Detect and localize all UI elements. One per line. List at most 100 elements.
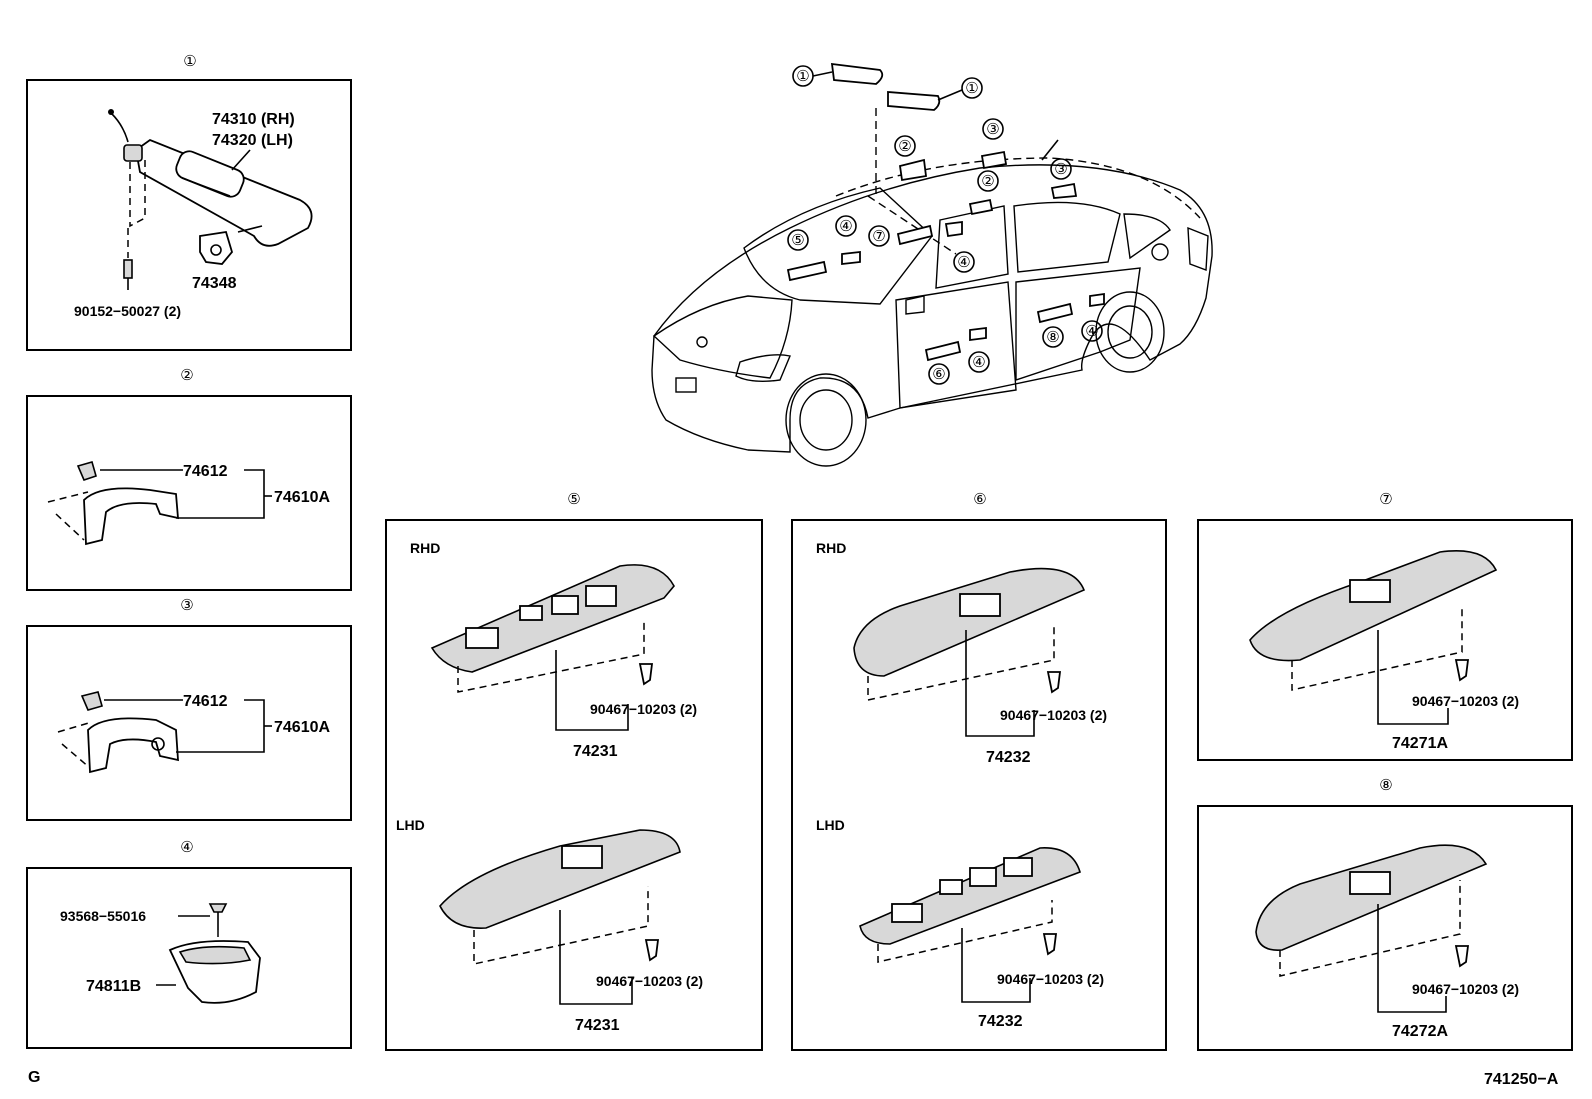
label-74231-bottom: 74231: [575, 1017, 620, 1034]
section-2-frame: [26, 395, 352, 591]
clip-icon-7: [1454, 659, 1470, 682]
clip-icon-6a: [1046, 671, 1062, 694]
label-clip-8: 90467−10203 (2): [1412, 981, 1519, 997]
label-93568-55016: 93568−55016: [60, 908, 146, 924]
callout-switch-6: ⑥: [932, 366, 945, 383]
headlight: [735, 354, 791, 383]
visor-holder-shape: [199, 230, 234, 265]
label-74811b: 74811B: [86, 978, 141, 995]
car-callouts: ① ① ② ③ ② ③ ④ ⑤ ⑦ ④ ④ ⑥ ④: [787, 65, 1103, 385]
callout-switch-8: ⑧: [1046, 329, 1059, 346]
label-clip-5-bottom: 90467−10203 (2): [596, 973, 703, 989]
label-74610a-b: 74610A: [274, 719, 330, 736]
clip-icon-6b: [1042, 933, 1058, 956]
side-mirror: [905, 295, 925, 315]
section-3-frame: [26, 625, 352, 821]
label-74610a-a: 74610A: [274, 489, 330, 506]
section-2-marker: ②: [180, 367, 193, 384]
section-8-frame: [1197, 805, 1573, 1051]
car-body: [651, 164, 1213, 453]
label-74348: 74348: [192, 275, 237, 292]
section-5-switch-base: ⑤ RHD LHD 90467−10203 (2) 74231 90467−10…: [385, 491, 763, 1051]
assist-grip-shape-2: [87, 717, 179, 774]
footer-figure-number: 741250−A: [1484, 1071, 1559, 1088]
section-8-marker: ⑧: [1379, 777, 1392, 794]
label-74272a: 74272A: [1392, 1023, 1448, 1040]
footer-left-code: G: [28, 1069, 40, 1086]
car-visor-2: [887, 91, 941, 111]
visor-pivot: [123, 144, 143, 162]
callout-pocket-pillar: ④: [957, 254, 970, 271]
screw-icon-2: [208, 903, 228, 913]
callout-switch-5: ⑤: [791, 232, 804, 249]
switch-panel-rhd-6: [853, 567, 1086, 677]
label-74232-top: 74232: [986, 749, 1031, 766]
section-8-switch-base: ⑧ 90467−10203 (2) 74272A: [1197, 777, 1573, 1051]
callout-pocket-door: ④: [972, 354, 985, 371]
rear-wheel: [1095, 291, 1165, 373]
section-3-marker: ③: [180, 597, 193, 614]
label-clip-7: 90467−10203 (2): [1412, 693, 1519, 709]
section-1-marker: ①: [183, 53, 196, 70]
section-1-sun-visor: ① 74310 (RH) 74320 (LH) 74348 90152−5002…: [26, 53, 352, 351]
plate: [675, 377, 697, 393]
section-5-marker: ⑤: [567, 491, 580, 508]
label-74612-b: 74612: [183, 693, 228, 710]
front-door-window: [935, 205, 1009, 289]
callout-grip-front: ②: [898, 138, 911, 155]
clip-icon-5b: [644, 939, 660, 962]
label-74612-a: 74612: [183, 463, 228, 480]
grip-cover-shape-2: [80, 691, 103, 711]
grip-cover-shape: [76, 461, 97, 481]
section-4-frame: [26, 867, 352, 1049]
callout-grip-roof: ③: [986, 121, 999, 138]
section-1-frame: [26, 79, 352, 351]
visor-wire: [111, 113, 129, 143]
clip-icon-5a: [638, 663, 654, 686]
label-clip-6-bottom: 90467−10203 (2): [997, 971, 1104, 987]
switch-panel-lhd-5: [439, 829, 681, 929]
windshield: [743, 187, 933, 305]
label-74232-bottom: 74232: [978, 1013, 1023, 1030]
section-4-marker: ④: [180, 839, 193, 856]
callout-pocket-rear: ④: [1085, 323, 1098, 340]
callout-grip-rear: ③: [1054, 161, 1067, 178]
hood: [652, 295, 793, 379]
section-7-marker: ⑦: [1379, 491, 1392, 508]
label-clip-5-top: 90467−10203 (2): [590, 701, 697, 717]
assist-grip-shape: [83, 487, 179, 546]
label-74231-top: 74231: [573, 743, 618, 760]
switch-panel-7: [1249, 550, 1498, 662]
section-6-frame: [791, 519, 1167, 1051]
front-door: [895, 281, 1017, 409]
section-6-lhd: LHD: [816, 817, 845, 833]
callout-visor-left: ①: [796, 68, 809, 85]
label-90152-50027: 90152−50027 (2): [74, 303, 181, 319]
quarter-window: [1123, 213, 1171, 260]
car-visor-1: [830, 62, 884, 85]
callout-switch-7: ⑦: [872, 228, 885, 245]
label-74320: 74320 (LH): [212, 132, 293, 149]
switch-panel-lhd-6: [859, 847, 1081, 945]
section-6-rhd: RHD: [816, 540, 846, 556]
car-overview: ① ① ② ③ ② ③ ④ ⑤ ⑦ ④ ④ ⑥ ④: [651, 62, 1213, 467]
switch-panel-8: [1255, 844, 1488, 951]
screw-icon: [123, 259, 133, 279]
clip-icon-8: [1454, 945, 1470, 968]
callout-pocket-front: ④: [839, 218, 852, 235]
section-5-lhd: LHD: [396, 817, 425, 833]
rear-door-window: [1013, 201, 1121, 273]
rear-door: [1015, 267, 1141, 381]
front-wheel: [785, 373, 867, 467]
callout-visor-right: ①: [965, 80, 978, 97]
section-2-assist-grip: ② 74612 74610A: [26, 367, 352, 591]
section-6-marker: ⑥: [973, 491, 986, 508]
section-7-frame: [1197, 519, 1573, 761]
section-7-switch-base: ⑦ 90467−10203 (2) 74271A: [1197, 491, 1573, 761]
callout-grip-center: ②: [981, 173, 994, 190]
section-3-assist-grip: ③ 74612 74610A: [26, 597, 352, 821]
label-clip-6-top: 90467−10203 (2): [1000, 707, 1107, 723]
label-74310: 74310 (RH): [212, 111, 295, 128]
section-4-pocket: ④ 93568−55016 74811B: [26, 839, 352, 1049]
